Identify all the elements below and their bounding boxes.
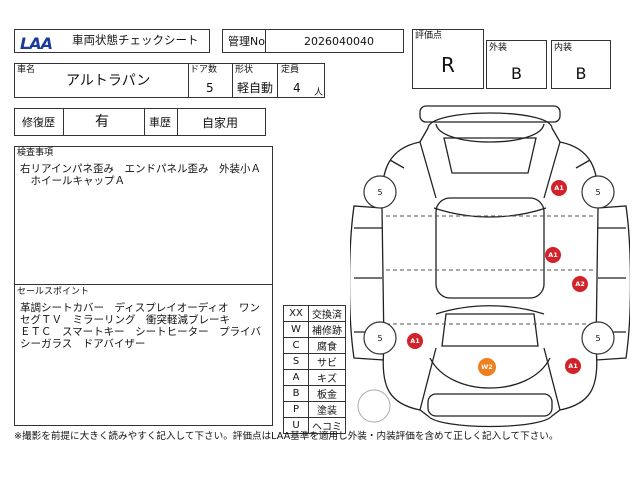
legend-code: C (283, 337, 309, 354)
tire-rear-right: 5 (595, 334, 600, 343)
type-label-cell (144, 108, 178, 136)
repair-label-cell (14, 108, 64, 136)
footer-note: ※撮影を前提に大きく読みやすく記入して下さい。評価点はLAA基準を適用し外装・内… (14, 431, 559, 442)
damage-mark (478, 358, 496, 376)
interior-grade: B (575, 64, 587, 83)
sales-text: 革調シートカバー ディスプレイオーディオ ワン セグＴＶ ミラーリング 衝突軽減… (20, 302, 261, 350)
grade-label: 評価点 (415, 31, 443, 41)
repair-value: 有 (95, 114, 109, 130)
doors-value: 5 (206, 81, 214, 95)
repair-label: 修復歴 (22, 116, 55, 129)
legend-meaning: キズ (308, 369, 346, 386)
inspection-label: 検査事項 (17, 148, 54, 158)
sales-divider (14, 284, 273, 285)
legend-code: A (283, 369, 309, 386)
tire-front-left: 5 (377, 188, 382, 197)
damage-mark (551, 180, 567, 196)
legend-meaning: 腐食 (308, 337, 346, 354)
shape-cell (232, 63, 278, 98)
sheet-title: 車両状態チェックシート (72, 33, 199, 47)
car-name: アルトラパン (66, 73, 151, 89)
logo-box (14, 29, 210, 53)
damage-mark-label: W2 (481, 363, 493, 371)
grade-box (412, 29, 484, 89)
legend-code: S (283, 353, 309, 370)
inspection-text: 右リアインパネ歪み エンドパネル歪み 外装小Ａ ホイールキャップＡ (20, 163, 261, 187)
legend-code: U (283, 417, 309, 434)
legend-code: XX (283, 305, 309, 322)
legend-meaning: ヘコミ (308, 417, 346, 434)
damage-mark-label: A1 (554, 184, 564, 192)
damage-mark (572, 276, 588, 292)
notes-box (14, 146, 273, 426)
shape-label: 形状 (235, 65, 254, 75)
damage-mark-label: A1 (548, 251, 558, 259)
damage-mark (545, 247, 561, 263)
damage-mark-label: A1 (410, 337, 420, 345)
shape-value: 軽自動 (237, 81, 274, 95)
tire-rear-left: 5 (377, 334, 382, 343)
laa-logo: LAA (20, 34, 53, 53)
capacity-label: 定員 (281, 65, 300, 75)
capacity-unit: 人 (314, 88, 324, 98)
control-number: 2026040040 (304, 35, 374, 48)
interior-label: 内装 (554, 43, 573, 53)
exterior-grade: B (511, 64, 522, 83)
interior-box (551, 40, 611, 89)
legend-code: B (283, 385, 309, 402)
doors-label: ドア数 (190, 65, 218, 75)
sales-label: セールスポイント (17, 287, 90, 297)
damage-mark-label: A2 (575, 280, 585, 288)
legend-meaning: 補修跡 (308, 321, 346, 338)
vehicle-row (14, 63, 325, 98)
legend-code: W (283, 321, 309, 338)
overall-grade: R (441, 53, 455, 77)
damage-mark (407, 333, 423, 349)
damage-mark (565, 358, 581, 374)
control-label: 管理No (228, 35, 265, 48)
car-name-label: 車名 (17, 65, 36, 75)
exterior-box (486, 40, 547, 89)
damage-mark-label: A1 (568, 362, 578, 370)
legend-meaning: 交換済 (308, 305, 346, 322)
capacity-value: 4 (293, 81, 301, 95)
exterior-label: 外装 (489, 43, 508, 53)
legend-meaning: 板金 (308, 385, 346, 402)
car-damage-diagram: 5 5 5 5 A1 A1 A2 A1 A1 W2 (350, 105, 630, 428)
tire-front-right: 5 (595, 188, 600, 197)
legend-code: P (283, 401, 309, 418)
type-label: 車歴 (149, 116, 171, 129)
control-divider (222, 29, 266, 53)
legend-meaning: サビ (308, 353, 346, 370)
legend-meaning: 塗装 (308, 401, 346, 418)
type-value: 自家用 (202, 116, 239, 130)
